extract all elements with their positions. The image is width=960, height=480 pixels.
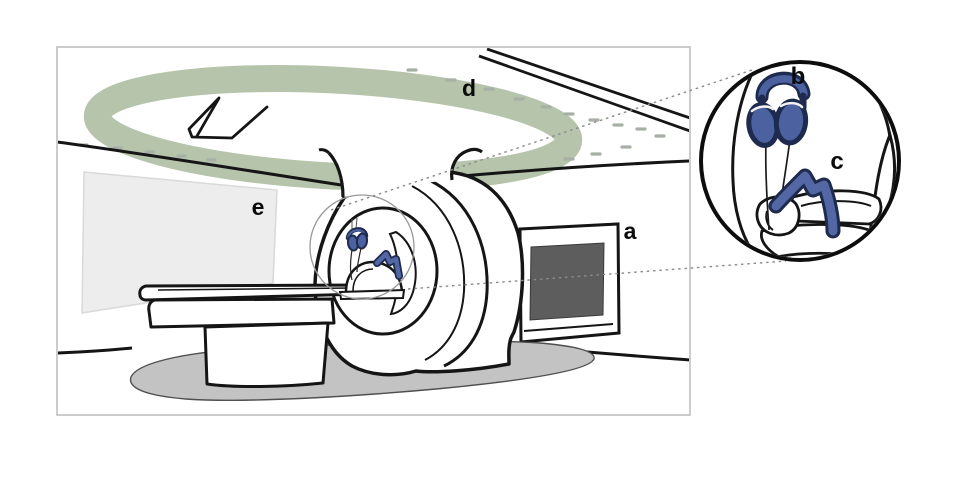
- control-window-glass: [529, 242, 605, 321]
- inset-bore-left-edge: [731, 64, 759, 250]
- vent-funnel-curl: [318, 148, 331, 155]
- bore-inner-wall: [388, 230, 417, 316]
- wall-ceiling-line-left: [58, 140, 342, 187]
- label-d: d: [462, 75, 476, 101]
- ceiling-light-ring: [83, 65, 583, 191]
- ceiling-dots: [78, 68, 666, 162]
- window-sill-line: [523, 323, 614, 332]
- label-b: b: [791, 63, 806, 90]
- patient-table: [138, 283, 364, 389]
- headphones-highlights: [750, 101, 804, 113]
- label-e: e: [252, 194, 265, 220]
- zoom-inset: b c: [699, 60, 901, 262]
- head-coil-inner-arc: [352, 268, 374, 292]
- zoom-connector-bottom: [407, 260, 787, 290]
- scanner-front-inner-arc: [411, 185, 466, 361]
- table-pedestal: [203, 321, 330, 389]
- inset-contents: [731, 64, 896, 258]
- floor-line-left: [58, 346, 133, 355]
- headphones-band: [758, 75, 808, 101]
- zoom-connector-top: [330, 68, 756, 211]
- vent-funnel-left-edge: [327, 151, 345, 198]
- coil-back-slab-line: [800, 200, 872, 207]
- zoom-source-circle: [309, 194, 415, 300]
- coil-cushion-arc: [765, 210, 774, 231]
- scanner-front-edge-arc: [428, 178, 489, 368]
- ceiling-fixture-icon: [187, 96, 269, 140]
- ceiling-corner-line-inner: [478, 54, 689, 133]
- mini-headphones-cords: [349, 247, 362, 281]
- headphones-right-cup: [773, 98, 809, 146]
- mini-headphones-right-cup: [355, 232, 369, 250]
- mini-alarm-device: [374, 251, 402, 279]
- label-c: c: [830, 148, 843, 175]
- wall-display-screen: [81, 171, 278, 314]
- ceiling-corner-line-outer: [486, 48, 689, 120]
- bore-contents: [338, 217, 406, 301]
- room-scene: [58, 48, 689, 401]
- vent-funnel-fill: [330, 141, 481, 197]
- wall-ceiling-line-right: [450, 159, 689, 179]
- alarm-device: [771, 171, 838, 236]
- table-mattress-line: [157, 287, 353, 291]
- label-a: a: [624, 218, 637, 244]
